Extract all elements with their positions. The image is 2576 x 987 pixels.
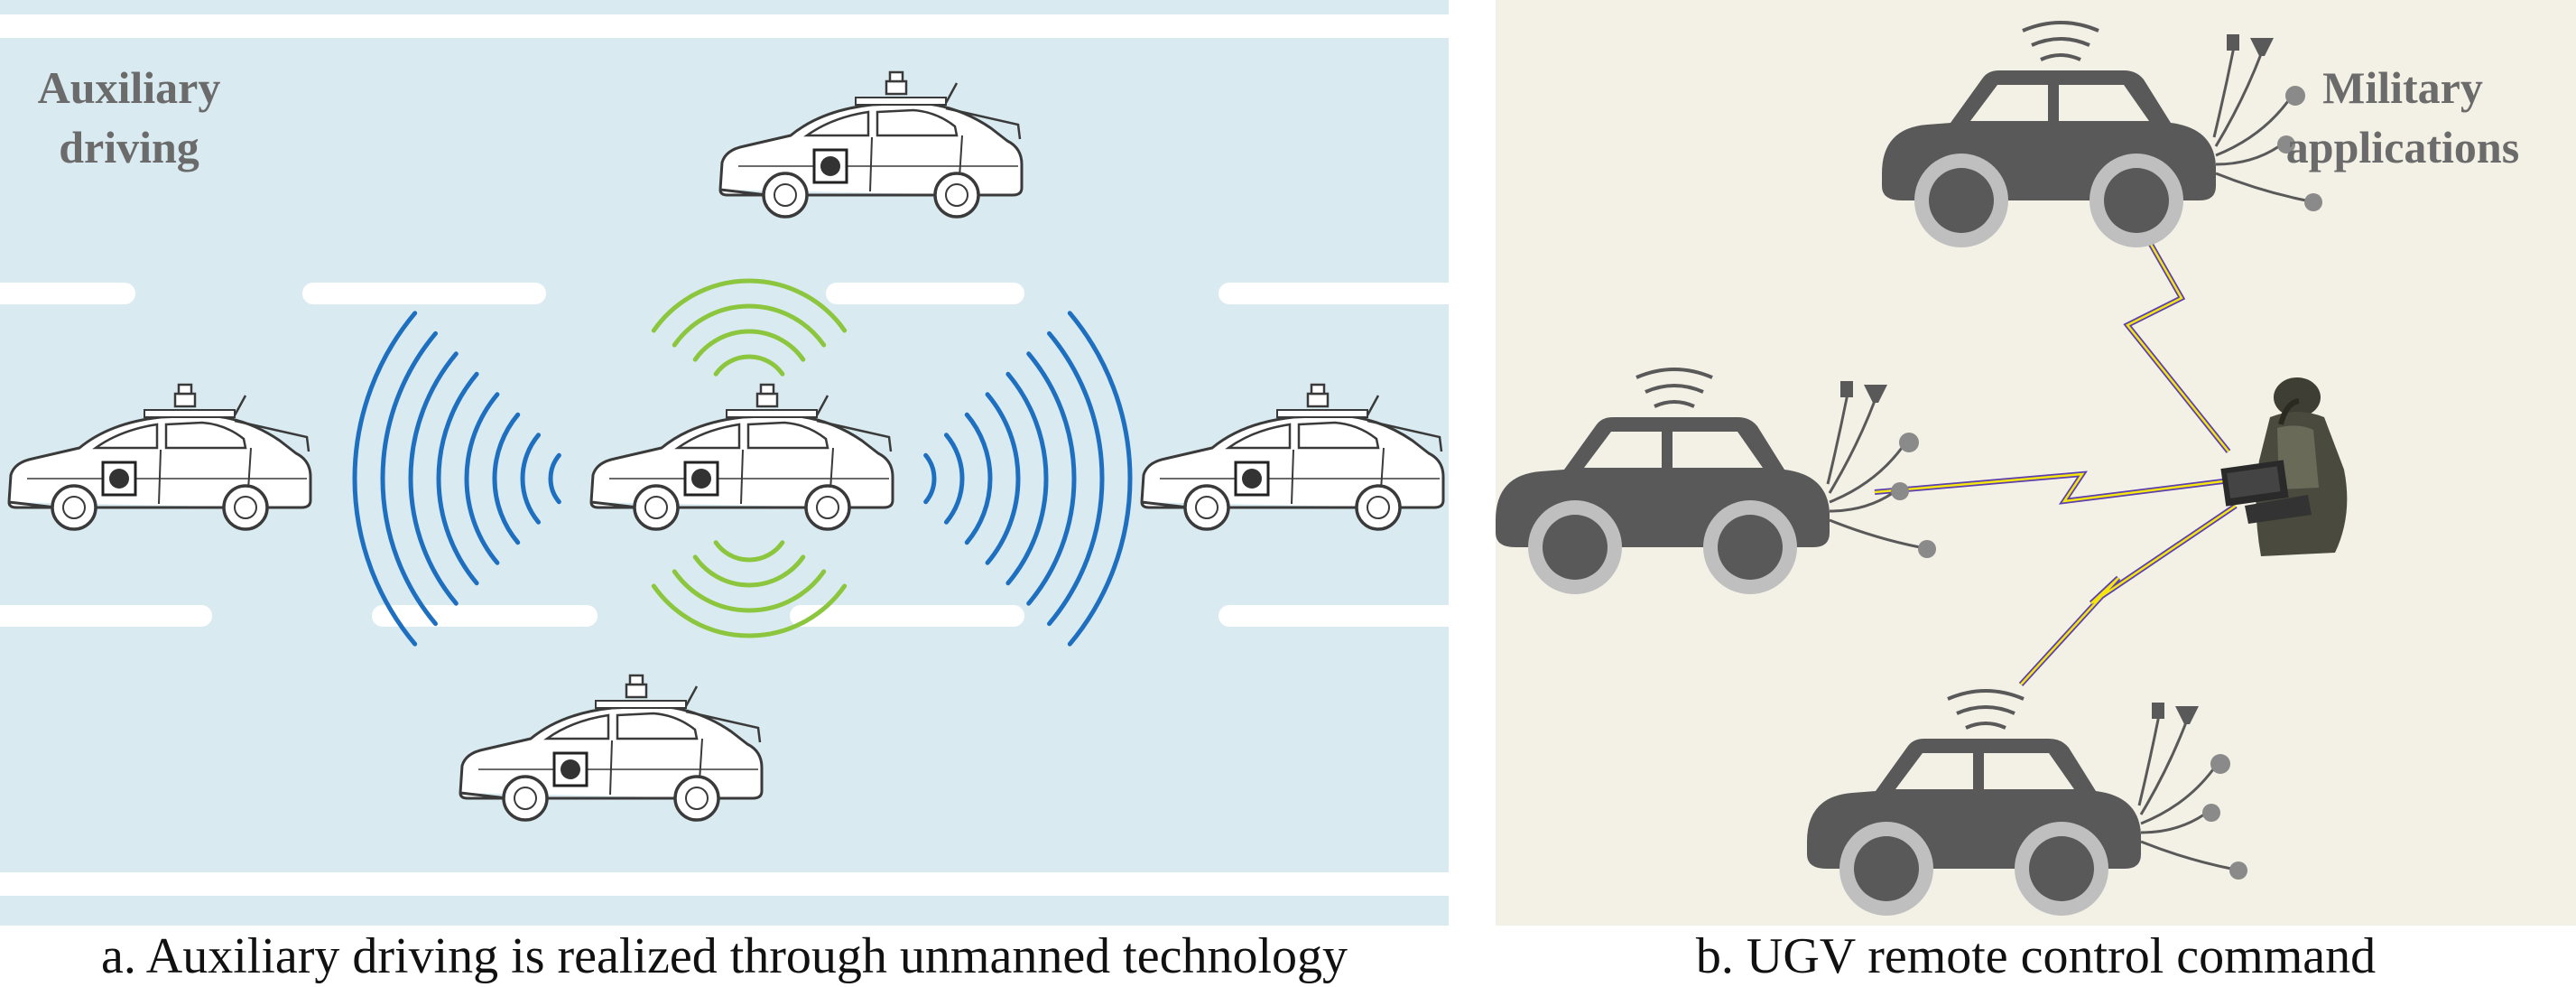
signal-wave-up [672,303,827,348]
signal-wave-left [548,452,561,505]
lane-dash [372,605,598,627]
signal-wave-up [713,354,785,377]
signal-wave-left [492,412,521,545]
signal-wave-down [692,554,806,588]
ugv-top-icon [1880,21,2324,249]
signal-wave-up [651,278,848,333]
ugv-middle-icon [1496,368,1938,596]
signal-wave-right [1047,331,1105,627]
signal-wave-down [713,540,785,563]
signal-wave-left [408,351,459,606]
lane-dash [302,283,546,304]
signal-waves-icon [352,278,1133,647]
signal-wave-right [1067,311,1133,647]
panel-b-label-line1: Military [2322,62,2483,113]
lane-dash [1219,283,1449,304]
ugv-bottom-icon [1805,689,2249,917]
signal-wave-left [436,371,479,586]
lane-dash [1219,605,1449,627]
caption-a: a. Auxiliary driving is realized through… [101,928,1348,984]
panel-a-label-line2: driving [59,122,199,172]
autonomous-car-left-icon [7,383,312,531]
lane-dash [790,605,1024,627]
signal-wave-right [943,433,965,525]
panel-b-label-line2: applications [2285,122,2520,172]
panel-a-label: Auxiliary driving [25,58,233,177]
signal-wave-left [520,433,542,525]
lane-dash [0,283,135,304]
panel-a-label-line1: Auxiliary [37,62,221,113]
signal-wave-up [692,329,806,362]
military-applications-panel: Military applications [1496,0,2576,926]
autonomous-car-center-icon [589,383,894,531]
road-edge-top [0,14,1449,38]
soldier-with-laptop-icon [2220,377,2348,556]
autonomous-car-top-icon [718,70,1024,219]
control-link-middle [1874,470,2246,505]
signal-wave-left [352,311,418,647]
lane-dash [0,605,212,627]
lane-dash [826,283,1024,304]
autonomous-car-right-icon [1140,383,1445,531]
autonomous-car-bottom-icon [459,674,764,822]
signal-wave-right [1005,371,1049,586]
auxiliary-driving-panel: Auxiliary driving [0,0,1449,926]
signal-wave-right [923,452,937,505]
signal-wave-right [964,412,993,545]
signal-wave-right [1026,351,1077,606]
signal-wave-left [380,331,438,627]
ugv-scene [1496,21,2348,917]
signal-wave-right [985,392,1021,565]
road-edge-bottom [0,872,1449,896]
signal-wave-down [672,569,827,613]
caption-b: b. UGV remote control command [1695,928,2377,984]
signal-wave-left [464,392,500,565]
control-link-bottom [2018,503,2238,687]
driving-scene [7,70,1445,822]
signal-wave-down [651,583,848,638]
panel-b-label: Military applications [2267,58,2538,177]
